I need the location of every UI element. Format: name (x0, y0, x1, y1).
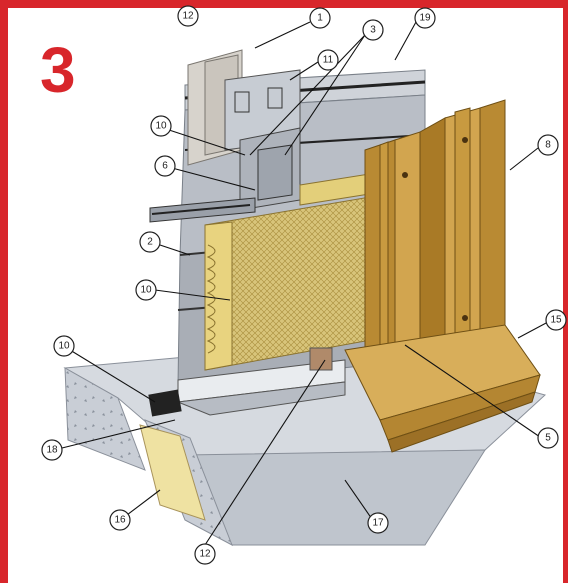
svg-text:8: 8 (545, 140, 551, 151)
svg-text:16: 16 (114, 515, 126, 526)
leader-lines (61, 21, 549, 546)
svg-text:1: 1 (317, 13, 323, 24)
callout-12-top: 12 (177, 5, 199, 27)
svg-text:18: 18 (46, 445, 58, 456)
callout-18: 18 (41, 439, 63, 461)
panel-number: 3 (40, 34, 76, 106)
svg-text:15: 15 (550, 315, 562, 326)
callout-6: 6 (154, 155, 176, 177)
callout-3: 3 (362, 19, 384, 41)
callout-16: 16 (109, 509, 131, 531)
callout-10-middle: 10 (135, 279, 157, 301)
flashing-sill (344, 324, 541, 453)
svg-text:17: 17 (372, 518, 384, 529)
svg-text:12: 12 (182, 11, 194, 22)
svg-text:11: 11 (323, 55, 334, 66)
svg-text:2: 2 (147, 237, 153, 248)
svg-text:10: 10 (58, 341, 70, 352)
callout-11: 11 (317, 49, 339, 71)
callout-15: 15 (545, 309, 567, 331)
horizontal-rail (149, 197, 256, 223)
slab-insulation (139, 424, 206, 521)
cladding-panel (364, 99, 506, 386)
svg-text:12: 12 (199, 549, 211, 560)
callout-8: 8 (537, 134, 559, 156)
insulation-board (204, 171, 383, 371)
svg-text:5: 5 (545, 433, 551, 444)
base-rail (148, 347, 346, 417)
svg-text:10: 10 (140, 285, 152, 296)
callout-12-bottom: 12 (194, 543, 216, 565)
callout-19: 19 (414, 7, 436, 29)
callout-10-upper: 10 (150, 115, 172, 137)
svg-text:19: 19 (419, 13, 431, 24)
callout-1: 1 (309, 7, 331, 29)
callout-5: 5 (537, 427, 559, 449)
svg-text:10: 10 (155, 121, 167, 132)
svg-text:3: 3 (370, 25, 376, 36)
callout-2: 2 (139, 231, 161, 253)
callout-10-lower: 10 (53, 335, 75, 357)
callout-17: 17 (367, 512, 389, 534)
svg-text:6: 6 (162, 161, 168, 172)
